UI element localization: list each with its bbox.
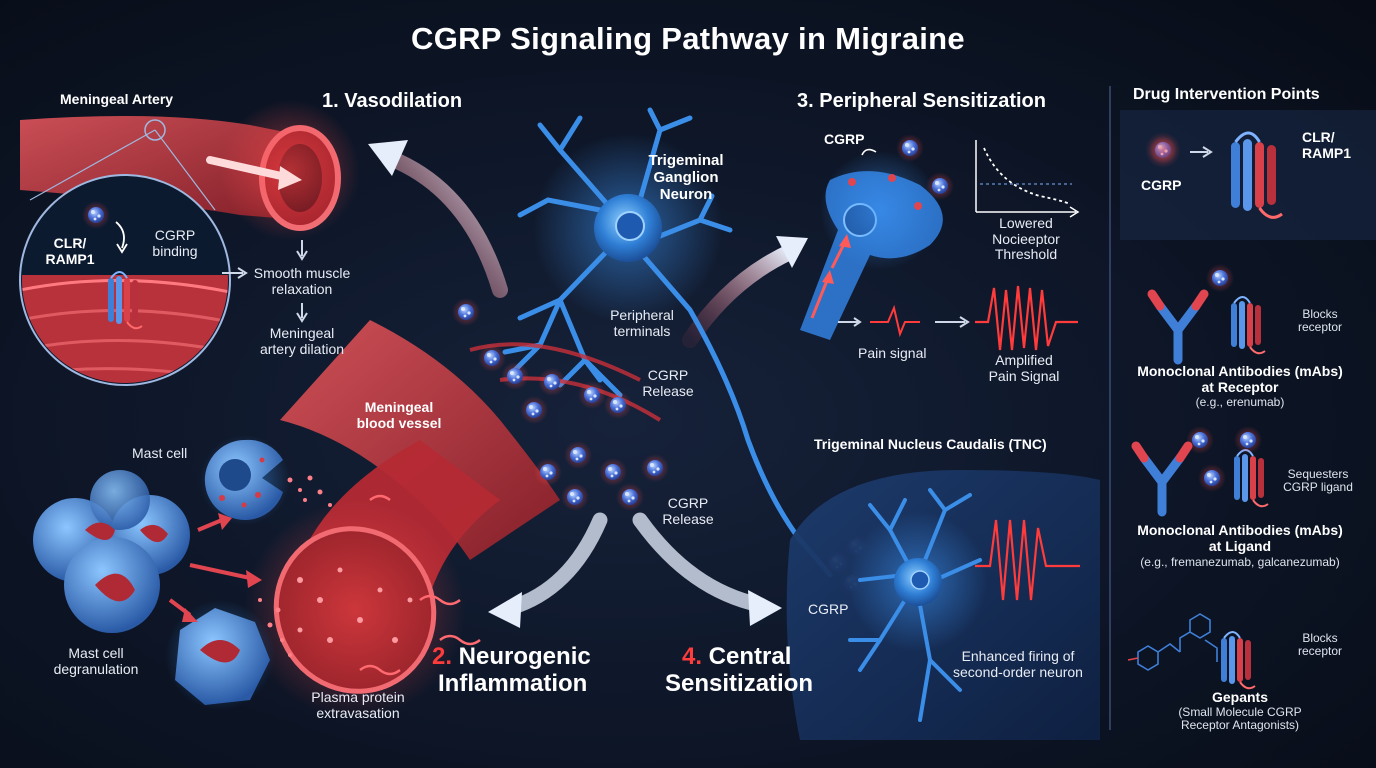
threshold-graph: [975, 140, 1080, 218]
curved-arrow-to-vasodilation: [368, 140, 508, 298]
trigeminal-neuron: [502, 107, 833, 578]
central-sensitization-heading: 4. Central: [682, 643, 792, 671]
trigeminal-ganglion-label: Trigeminal Ganglion Neuron: [648, 152, 724, 203]
meningeal-artery-label: Meningeal Artery: [60, 91, 174, 107]
cgrp-release-label-1: CGRP Release: [642, 367, 694, 399]
artery-dilation-label: Meningeal artery dilation: [259, 325, 345, 357]
curved-arrow-to-inflammation: [488, 512, 608, 628]
meningeal-blood-vessel: [245, 320, 560, 720]
gepant-action: Blocks receptor: [1297, 631, 1343, 659]
central-heading-line2: Sensitization: [665, 670, 814, 697]
smooth-muscle-label: Smooth muscle relaxation: [253, 265, 351, 297]
central-number: 4.: [682, 643, 703, 670]
mast-cell-degranulation-label: Mast cell degranulation: [53, 645, 139, 677]
amplified-pain-label: Amplified Pain Signal: [988, 352, 1060, 384]
inflammation-heading-line2: Inflammation: [438, 670, 588, 697]
page-title: CGRP Signaling Pathway in Migraine: [411, 21, 965, 56]
cgrp-binding-label: CGRP binding: [152, 227, 198, 259]
neurogenic-inflammation-heading: 2. Neurogenic: [432, 643, 591, 671]
drug-panel-graphics: [1127, 131, 1284, 690]
meningeal-blood-vessel-label: Meningeal blood vessel: [356, 399, 442, 431]
clr-ramp1-label: CLR/ RAMP1: [45, 235, 95, 267]
tnc-cgrp-label: CGRP: [808, 601, 849, 617]
mab-receptor-title: Monoclonal Antibodies (mAbs) at Receptor: [1137, 363, 1343, 395]
peripheral-terminals-label: Peripheral terminals: [610, 307, 674, 339]
mab-receptor-example: (e.g., erenumab): [1195, 395, 1285, 409]
plasma-extravasation-label: Plasma protein extravasation: [311, 689, 405, 721]
drug-cgrp-label: CGRP: [1141, 177, 1182, 193]
mast-cell-label: Mast cell: [132, 445, 188, 461]
peripheral-sensitization-heading: 3. Peripheral Sensitization: [797, 90, 1046, 112]
cgrp-release-label-2: CGRP Release: [662, 495, 714, 527]
receptor-zoom-circle: [19, 174, 231, 386]
mab-receptor-action: Blocks receptor: [1297, 307, 1343, 335]
gepant-subtitle: (Small Molecule CGRP Receptor Antagonist…: [1178, 705, 1302, 733]
vasodilation-flow-arrows: [222, 240, 308, 323]
lowered-threshold-label: Lowered Nocieeptor Threshold: [992, 215, 1060, 263]
tnc-label: Trigeminal Nucleus Caudalis (TNC): [814, 436, 1047, 452]
pain-signal-label: Pain signal: [858, 345, 927, 361]
vasodilation-heading: 1. Vasodilation: [322, 90, 463, 112]
mab-ligand-example: (e.g., fremanezumab, galcanezumab): [1140, 555, 1340, 569]
mast-cells: [33, 435, 332, 710]
central-heading-text: Central: [702, 643, 792, 670]
drug-receptor-label: CLR/ RAMP1: [1302, 129, 1352, 161]
tnc-region: [786, 470, 1100, 740]
peripheral-cgrp-label: CGRP: [824, 131, 865, 147]
inflammation-heading-text: Neurogenic: [452, 643, 591, 670]
sensitized-terminal: [800, 148, 943, 340]
mab-ligand-title: Monoclonal Antibodies (mAbs) at Ligand: [1137, 522, 1343, 554]
gepant-title: Gepants: [1211, 689, 1268, 705]
drug-panel-heading: Drug Intervention Points: [1133, 86, 1320, 103]
pain-signal-traces: [838, 285, 1078, 351]
enhanced-firing-label: Enhanced firing of second-order neuron: [953, 648, 1083, 680]
mab-ligand-action: Sequesters CGRP ligand: [1283, 467, 1353, 495]
curved-arrow-to-central: [632, 512, 782, 626]
inflammation-number: 2.: [432, 643, 453, 670]
gepant-structure: [1137, 613, 1218, 671]
